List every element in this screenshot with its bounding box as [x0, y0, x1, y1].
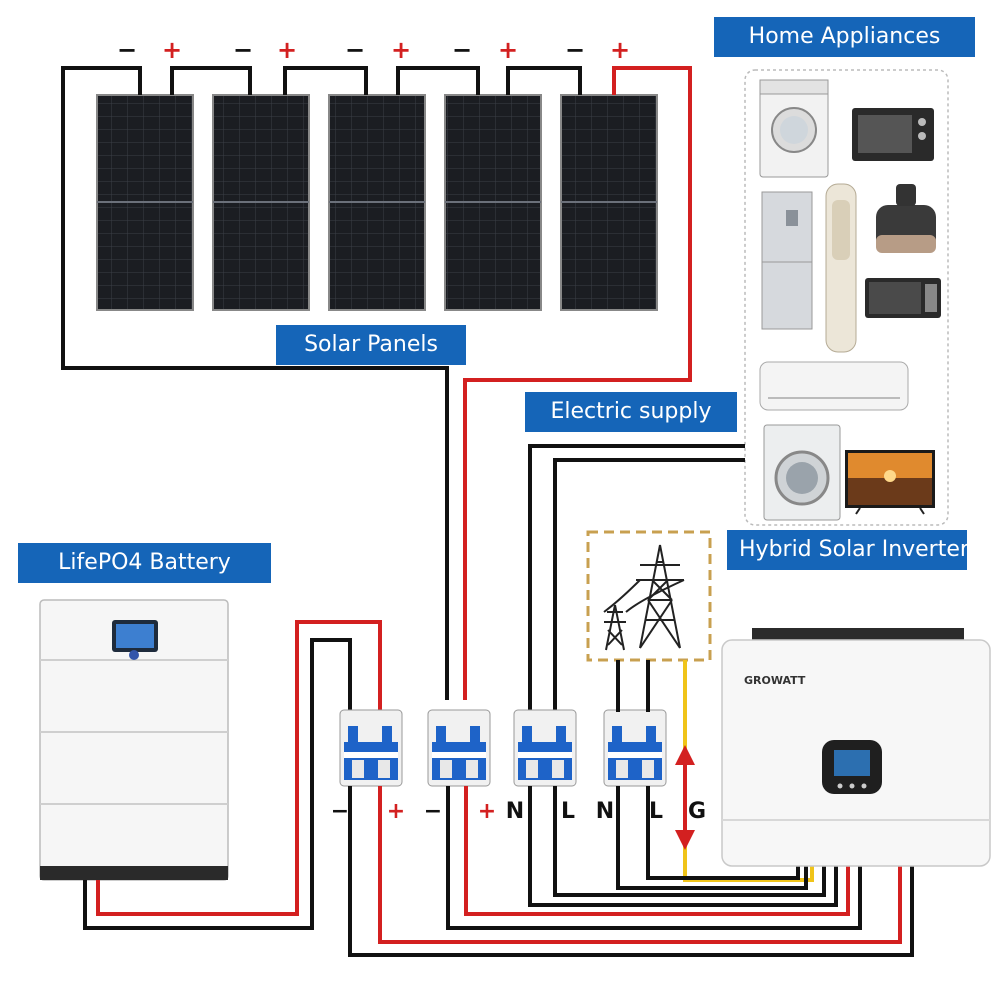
negative-mark: −	[233, 36, 253, 64]
television-icon	[845, 450, 935, 515]
positive-mark: +	[610, 36, 630, 64]
negative-mark: −	[452, 36, 472, 64]
solar-panel	[96, 94, 194, 311]
inverter-brand-logo: GROWATT	[744, 674, 806, 687]
array-negative-wire	[61, 66, 449, 700]
panel-series-wiring	[61, 66, 692, 700]
negative-mark: −	[117, 36, 137, 64]
circuit-breaker	[339, 709, 403, 787]
terminal-label: +	[387, 799, 405, 824]
grid-feed-wiring	[616, 660, 650, 712]
front-loader-washer-icon	[763, 424, 841, 521]
toaster-oven-icon	[852, 108, 934, 161]
series-link-wire	[283, 66, 368, 95]
negative-mark: −	[345, 36, 365, 64]
panel-polarity-marks: − + − + − + − + − +	[117, 36, 630, 64]
grid-power-source	[586, 530, 712, 662]
pv-negative-out-wire	[446, 786, 862, 930]
battery-positive-out-wire	[378, 786, 902, 944]
battery-positive-wire	[96, 620, 382, 916]
positive-mark: +	[162, 36, 182, 64]
appliance-line-wire	[553, 458, 745, 712]
lifepo4-battery-label: LifePO4 Battery	[18, 543, 271, 583]
terminal-label: L	[561, 799, 575, 824]
refrigerator-icon	[761, 191, 813, 330]
terminal-label: −	[424, 799, 442, 824]
hybrid-solar-inverter-label: Hybrid Solar Inverter	[727, 530, 969, 570]
array-positive-wire	[463, 66, 692, 700]
terminal-label: L	[649, 799, 663, 824]
power-pylon-icon	[603, 544, 685, 651]
solar-panel	[328, 94, 426, 311]
breaker-to-inverter-wiring	[348, 786, 914, 957]
load-neutral-out-wire	[528, 786, 838, 907]
grid-line-out-wire	[646, 786, 800, 880]
hybrid-inverter-unit: GROWATT	[721, 628, 991, 867]
lifepo4-battery-unit	[39, 599, 229, 881]
solar-panel	[212, 94, 310, 311]
terminal-label: N	[506, 799, 524, 824]
tower-air-conditioner-icon	[825, 183, 857, 353]
series-link-wire	[396, 66, 480, 95]
terminal-label: G	[688, 799, 706, 824]
positive-mark: +	[277, 36, 297, 64]
negative-mark: −	[565, 36, 585, 64]
appliance-neutral-wire	[528, 444, 745, 712]
series-link-wire	[170, 66, 252, 95]
circuit-breaker	[513, 709, 577, 787]
terminal-label: −	[331, 799, 349, 824]
series-link-wire	[506, 66, 582, 95]
circuit-breaker	[603, 709, 667, 787]
load-line-out-wire	[553, 786, 826, 897]
solar-panel-array	[96, 94, 658, 311]
washing-machine-icon	[759, 79, 829, 178]
battery-wiring	[83, 620, 382, 930]
terminal-label: N	[596, 799, 614, 824]
appliance-feed-wiring	[528, 444, 745, 712]
battery-power-button	[129, 650, 139, 660]
solar-panels-label: Solar Panels	[276, 325, 466, 365]
pv-positive-out-wire	[464, 786, 850, 916]
wall-air-conditioner-icon	[759, 361, 909, 411]
rice-cooker-icon	[876, 184, 936, 253]
breaker-row	[339, 709, 667, 787]
circuit-breaker	[427, 709, 491, 787]
home-appliances-label: Home Appliances	[714, 17, 975, 57]
electric-supply-label: Electric supply	[525, 392, 737, 432]
battery-negative-wire	[83, 638, 352, 930]
positive-mark: +	[391, 36, 411, 64]
battery-negative-out-wire	[348, 786, 914, 957]
positive-mark: +	[498, 36, 518, 64]
grid-neutral-out-wire	[616, 786, 808, 890]
microwave-icon	[865, 278, 941, 318]
solar-panel	[560, 94, 658, 311]
solar-panel	[444, 94, 542, 311]
terminal-label: +	[478, 799, 496, 824]
appliance-panel	[744, 69, 949, 526]
